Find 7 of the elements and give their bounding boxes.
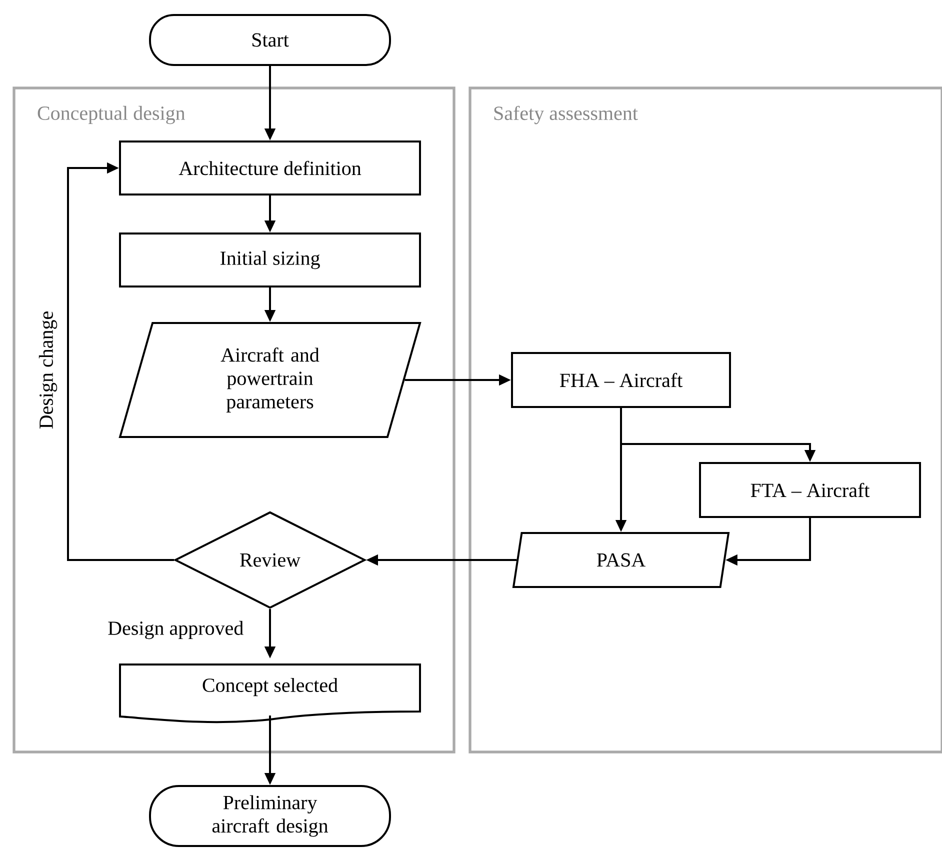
process-box: FHA – Aircraft [511, 352, 731, 408]
process-box: FTA – Aircraft [699, 462, 921, 518]
arrow [67, 162, 174, 561]
edge-label: Design approved [106, 620, 245, 640]
process-box: Architecture definition [119, 140, 421, 196]
process-box: Initial sizing [119, 232, 421, 288]
edge-label: Design change [38, 310, 58, 430]
